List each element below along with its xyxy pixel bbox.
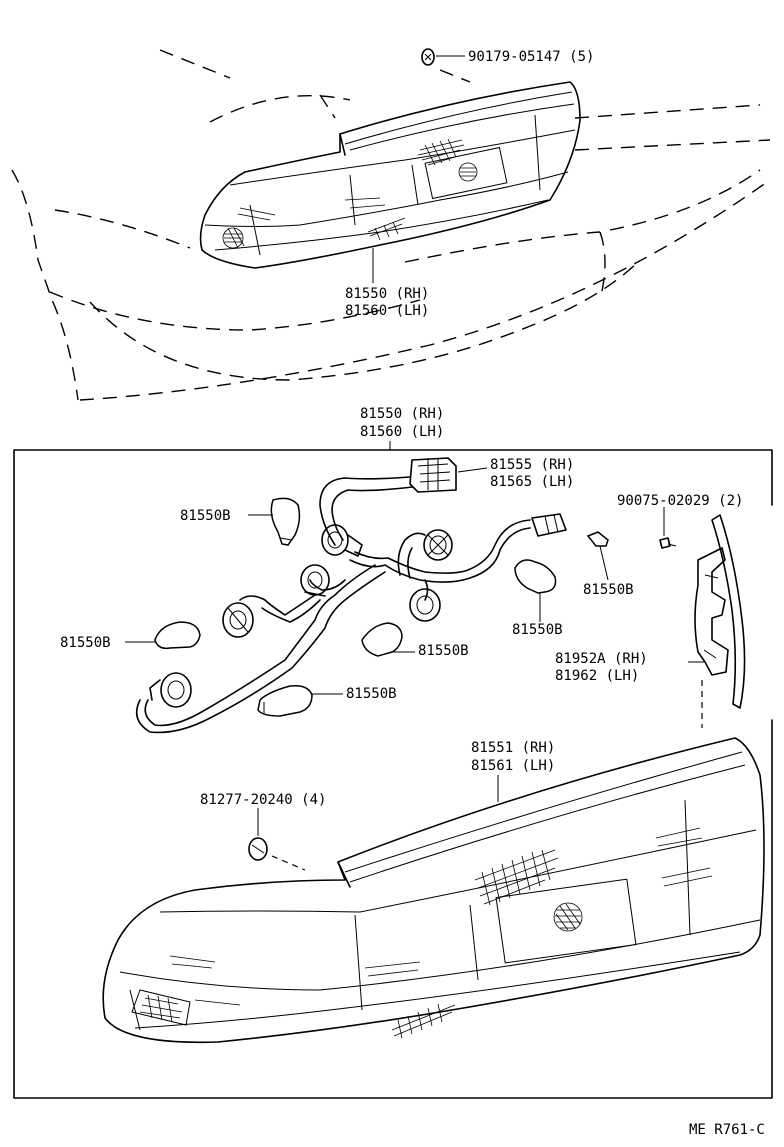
bulb-socket-6[interactable] bbox=[149, 672, 192, 708]
bulb-4[interactable] bbox=[154, 621, 201, 650]
bulb-socket-5[interactable] bbox=[222, 602, 254, 638]
detail-frame bbox=[13, 449, 773, 1099]
side-marker-lamp[interactable] bbox=[694, 514, 746, 709]
label-bulb-5: 81550B bbox=[418, 643, 469, 659]
bulb-6[interactable] bbox=[257, 684, 313, 717]
lens-hatching bbox=[139, 827, 713, 1039]
label-bulb-1: 81550B bbox=[180, 508, 231, 524]
label-lamp-box-rh: 81550 (RH) bbox=[360, 406, 444, 422]
label-lamp-top-rh: 81550 (RH) bbox=[345, 286, 429, 302]
bulb-5[interactable] bbox=[361, 622, 403, 657]
label-marker-rh: 81952A (RH) bbox=[555, 651, 648, 667]
clip[interactable] bbox=[248, 837, 268, 861]
bulb-socket-2[interactable] bbox=[423, 529, 453, 561]
leader-socket bbox=[457, 467, 488, 473]
label-socket-rh: 81555 (RH) bbox=[490, 457, 574, 473]
diagram-code: ME R761-C bbox=[689, 1122, 765, 1138]
lens[interactable] bbox=[102, 737, 765, 1044]
tail-lamp-assembly-top[interactable] bbox=[199, 81, 581, 269]
leader-clip-dash bbox=[271, 855, 306, 871]
nut-top[interactable] bbox=[421, 48, 435, 66]
bulb-socket-1[interactable] bbox=[321, 524, 363, 557]
label-lamp-box-lh: 81560 (LH) bbox=[360, 424, 444, 440]
vehicle-outline bbox=[11, 49, 771, 401]
label-bulb-6: 81550B bbox=[346, 686, 397, 702]
plug-right[interactable] bbox=[531, 513, 567, 537]
screw[interactable] bbox=[659, 537, 677, 549]
label-lens-rh: 81551 (RH) bbox=[471, 740, 555, 756]
bulb-socket-3[interactable] bbox=[300, 564, 330, 597]
label-clip: 81277-20240 (4) bbox=[200, 792, 326, 808]
socket-connector[interactable] bbox=[409, 457, 457, 493]
label-bulb-3: 81550B bbox=[512, 622, 563, 638]
label-bulb-4: 81550B bbox=[60, 635, 111, 651]
label-nut-top: 90179-05147 (5) bbox=[468, 49, 594, 65]
leader-bulb-2 bbox=[599, 545, 609, 581]
bulb-3[interactable] bbox=[514, 559, 557, 594]
label-marker-lh: 81962 (LH) bbox=[555, 668, 639, 684]
label-lamp-top-lh: 81560 (LH) bbox=[345, 303, 429, 319]
bulb-2[interactable] bbox=[586, 531, 609, 547]
label-socket-lh: 81565 (LH) bbox=[490, 474, 574, 490]
label-screw: 90075-02029 (2) bbox=[617, 493, 743, 509]
bulb-socket-4[interactable] bbox=[409, 588, 441, 622]
bulb-1[interactable] bbox=[270, 497, 301, 546]
wire-harness[interactable] bbox=[135, 476, 531, 734]
label-lens-lh: 81561 (LH) bbox=[471, 758, 555, 774]
label-bulb-2: 81550B bbox=[583, 582, 634, 598]
